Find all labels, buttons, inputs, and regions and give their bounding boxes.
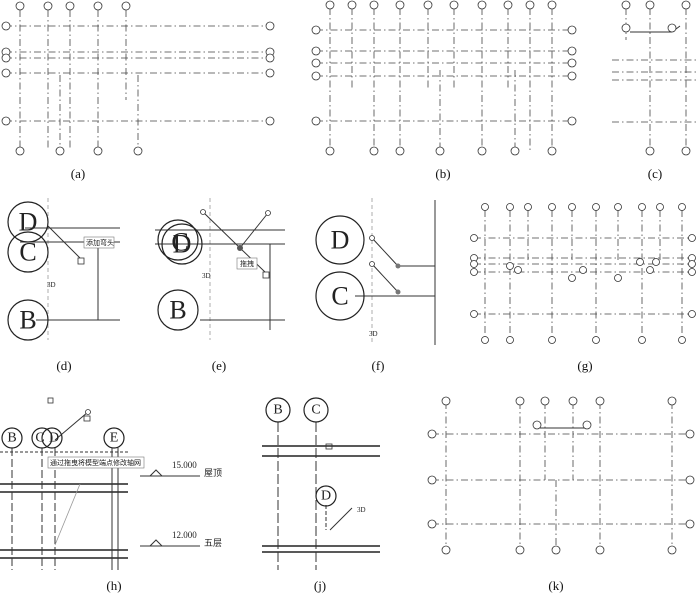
tooltip-h bbox=[47, 456, 145, 469]
lock-icon[interactable] bbox=[77, 257, 85, 265]
bubble-h-D: D bbox=[49, 431, 59, 446]
caption-g: (g) bbox=[577, 358, 592, 373]
bubble-j-C: C bbox=[311, 403, 320, 418]
bubble-d-C: C bbox=[19, 238, 36, 267]
tooltip-e bbox=[236, 257, 258, 270]
bubble-d-B: B bbox=[19, 306, 36, 335]
bubble-e-B: B bbox=[169, 296, 186, 325]
caption-e: (e) bbox=[212, 358, 226, 373]
tooltip-h-text: 通过拖曳将模型端点修改轴网 bbox=[50, 458, 141, 467]
bubble-h-E: E bbox=[110, 431, 119, 446]
grid-bubbles-g bbox=[470, 203, 696, 344]
bubble-j-B: B bbox=[273, 403, 282, 418]
panel-g: (g) bbox=[470, 203, 696, 373]
tooltip-d bbox=[83, 236, 115, 249]
checkbox-icon[interactable] bbox=[325, 443, 333, 450]
label-3d-f: 3D bbox=[369, 330, 378, 338]
caption-c: (c) bbox=[648, 166, 662, 181]
grid-bubbles-k bbox=[427, 396, 695, 555]
bubble-h-B: B bbox=[7, 431, 16, 446]
level-fifth-name: 五层 bbox=[204, 538, 222, 548]
bubble-f-D: D bbox=[331, 226, 350, 255]
grid-bubbles-a bbox=[1, 1, 275, 156]
level-roof-name: 屋顶 bbox=[204, 468, 222, 478]
panel-j: B C D 3D (j) bbox=[262, 397, 380, 593]
bubble-h-C: C bbox=[35, 431, 44, 446]
caption-f: (f) bbox=[372, 358, 385, 373]
lock-icon[interactable] bbox=[83, 415, 91, 422]
panel-e: C D B 拖拽 3D (e) bbox=[155, 198, 285, 373]
panel-a: (a) bbox=[1, 1, 275, 181]
panel-h: B C D E 通过拖曳将模型端点修改轴网 15.000 屋顶 12.000 五… bbox=[0, 397, 222, 593]
panel-c: (c) bbox=[612, 0, 699, 181]
bubble-d-D: D bbox=[19, 208, 38, 237]
caption-a: (a) bbox=[71, 166, 85, 181]
panel-f: D C 3D (f) bbox=[315, 198, 436, 373]
label-3d-j: 3D bbox=[357, 506, 366, 514]
panel-b: (b) bbox=[311, 0, 577, 181]
caption-d: (d) bbox=[56, 358, 71, 373]
tooltip-e-text: 拖拽 bbox=[240, 259, 254, 268]
caption-h: (h) bbox=[106, 578, 121, 593]
level-12000-value: 12.000 bbox=[172, 530, 197, 540]
bubble-e-overlap: C bbox=[171, 228, 188, 257]
label-3d-d: 3D bbox=[47, 281, 56, 289]
bubble-j-D: D bbox=[321, 489, 331, 504]
panel-d: D C B 添加弯头 3D (d) bbox=[7, 198, 120, 373]
grid-bubbles-b bbox=[311, 0, 577, 156]
bubble-e-overlap2: D bbox=[173, 230, 192, 259]
panel-k: (k) bbox=[427, 396, 695, 593]
drag-handle[interactable] bbox=[237, 245, 243, 251]
caption-k: (k) bbox=[548, 578, 563, 593]
lock-icon[interactable] bbox=[262, 271, 270, 279]
checkbox-icon[interactable] bbox=[47, 397, 54, 404]
caption-b: (b) bbox=[435, 166, 450, 181]
level-15000-value: 15.000 bbox=[172, 460, 197, 470]
bubble-f-C: C bbox=[331, 282, 348, 311]
caption-j: (j) bbox=[314, 578, 326, 593]
tooltip-d-text: 添加弯头 bbox=[86, 238, 114, 247]
label-3d-e: 3D bbox=[202, 272, 211, 280]
